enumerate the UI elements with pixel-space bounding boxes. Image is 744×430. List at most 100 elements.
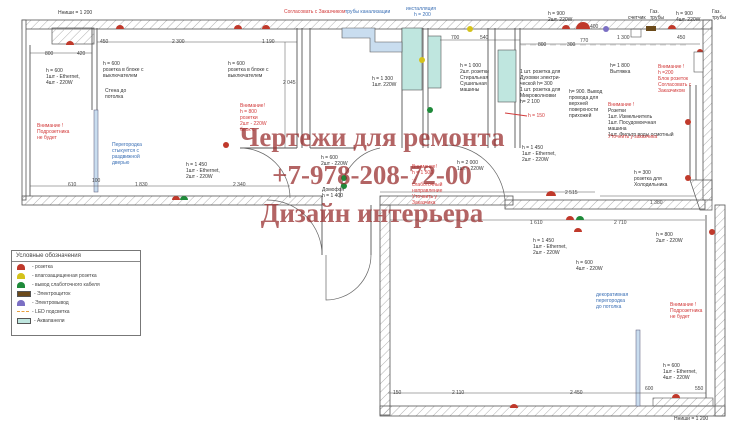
aqua-panels-icon [17,317,31,324]
dimension-label: 1 610 [530,220,543,226]
watermark-line-2: +7-978-208-72-00 [272,160,472,190]
boiler-box [693,51,704,73]
dimension-label: 550 [695,386,704,392]
counter-label: счетчик [628,15,646,21]
aqua-panels [401,27,517,103]
annotation-a19: h = 1 450 1шт - Ethernet, 2шт - 220W [522,145,556,163]
annotation-a23: Домофон h = 1 400 [322,187,345,199]
waterproof-socket-symbols [419,26,473,63]
legend-item-led-strip: - LED подсветка [12,307,140,316]
dimension-label: 150 [393,390,402,396]
height-150-arrow [504,112,528,117]
dimension-label: 1 300 [617,35,630,41]
annotation-a33: h = 900 4шт. 220W [676,11,701,23]
gas-pipes-label-2: Газ. трубы [712,9,727,21]
annotation-a2: h = 600 розетка в блоке с выключателем [103,61,144,79]
dimension-label: 1 380 [650,200,663,206]
pipe-label: трубы канализации [345,9,391,15]
partition-left [93,109,99,193]
sewer-pipe-box [341,27,403,53]
annotation-a20: h = 300 розетка для Холодильника [634,170,668,188]
legend-label: - Аквапанели [34,317,65,324]
legend-label: - LED подсветка [32,308,70,315]
annotation-a8: h = 1 450 1шт - Ethernet, 2шт - 220W [186,162,220,180]
low-current-symbols [180,107,584,220]
dimension-label: 540 [480,35,489,41]
dimension-label: 800 [45,51,54,57]
gas-pipes-label-1: Газ. трубы [650,9,665,21]
electrical-outlet-icon [17,299,25,306]
annotation-a16: Розетки 1шт. Измельчитель 1шт. Посудомое… [608,108,674,138]
legend-label: - влагозащищенная розетка [32,272,97,279]
exterior-walls [21,19,726,417]
annotation-a21: h = 600 2шт - 220W [321,155,348,167]
dimension-label: 2 710 [614,220,627,226]
installation-height-label: h = 200 [414,12,431,18]
legend-item-socket: - розетка [12,262,140,271]
annotation-a32: h = 900 2шт. 220W [548,11,573,23]
dimension-label: 2 045 [283,80,296,86]
electrical-panel-icon [17,290,31,297]
dimension-label: 610 [68,182,77,188]
legend-item-aqua-panels: - Аквапанели [12,316,140,325]
annotation-a30: h = 600 1шт - Ethernet, 4шт - 220W [663,363,697,381]
annotation-a11: 1 шт. розетка для Духовки электри- ческо… [520,69,561,105]
dimension-lines [30,39,706,394]
annotation-a9: h = 1 300 1шт. 220W [372,76,397,88]
legend: Условные обозначения - розетка - влагозащ… [11,250,141,336]
annotation-a26: h = 600 4шт - 220W [576,260,603,272]
electrical-panel [646,26,656,31]
annotation-a3: Стена до потолка [105,88,127,100]
legend-items: - розетка - влагозащищенная розетка- выво… [12,262,140,325]
annotation-a12: h= 900. Вывод провода для верхней поверх… [569,89,603,119]
annotation-a10: h = 1 000 2шт. розетки Стиральная Сушиль… [460,63,489,93]
niche-height-top-label: Hниши = 1 200 [58,10,93,16]
watermark-line-3: Дизайн интерьера [260,198,484,228]
dimension-label: 800 [538,42,547,48]
electrical-outlet-symbols [603,26,609,32]
dimension-label: 450 [100,39,109,45]
legend-title: Условные обозначения [12,251,140,262]
annotation-a29: Внимание ! Подрозетника не будет [670,302,703,320]
dimension-label: 2 340 [233,182,246,188]
dimension-label: 400 [590,24,599,30]
legend-label: - Электрощиток [34,290,71,297]
installation-label: инсталляция [406,6,436,12]
legend-label: - розетка [32,263,53,270]
dimension-label: 1 830 [135,182,148,188]
dimension-label: 420 [77,51,86,57]
dimension-label: 2 300 [172,39,185,45]
dimension-label: 2 110 [452,390,465,396]
annotation-a5: Внимание ! Подрозетника не будет [37,123,70,141]
dimension-label: 770 [580,38,589,44]
annotation-a28: декоративная перегородка до потолка [596,292,629,310]
dimension-label: 700 [451,35,460,41]
annotation-a24: Внимание! h = 1 500 ... слаботочный напр… [412,164,443,206]
dimension-label: 300 [567,42,576,48]
dimension-label: 600 [645,386,654,392]
agree-pipe-label: Согласовать с Заказчиком [284,9,346,15]
legend-label: - Электровывод [32,299,69,306]
legend-item-low-current-outlet: - вывод слаботочного кабеля [12,280,140,289]
low-current-outlet-icon [17,281,25,288]
counter-box [630,28,642,38]
annotation-a4: h = 600 розетка в блоке с выключателем [228,61,269,79]
dimension-label: 100 [92,178,101,184]
legend-item-electrical-outlet: - Электровывод [12,298,140,307]
annotation-a27: h = 800 2шт - 220W [656,232,683,244]
dimension-label: 450 [677,35,686,41]
annotation-a7: Перегородка стыкуется с раздвижной дверь… [112,142,142,166]
led-strip-icon [17,311,29,312]
annotation-a17: Уточнить у заказчика [608,134,658,140]
dimension-label: 2 515 [565,190,578,196]
annotation-a22: h = 2 000 1шт - 220W [457,160,484,172]
annotation-a14: Внимание ! h =200 Блок розеток Согласова… [658,64,692,94]
annotation-a18: h = 150 [528,113,545,119]
annotation-a1: h = 600 1шт - Ethernet, 4шт - 220W [46,68,80,86]
socket-icon [17,263,25,270]
door-swings [239,144,506,301]
annotation-a15: Внимание ! [608,102,635,108]
annotation-a13: h= 1 800 Вытяжка [610,63,631,75]
annotation-a25: h = 1 450 1шт - Ethernet, 2шт - 220W [533,238,567,256]
dimension-label: 1 190 [262,39,275,45]
